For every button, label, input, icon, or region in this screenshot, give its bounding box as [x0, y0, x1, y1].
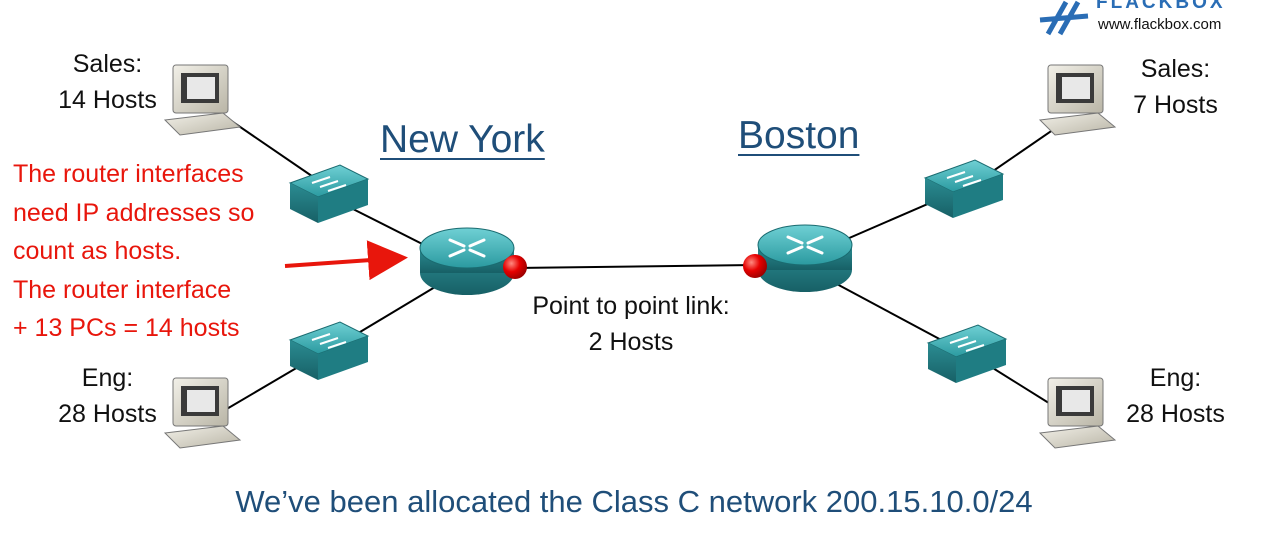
host-count: 28 Hosts	[1126, 400, 1225, 428]
host-label-ny-sales: Sales: 14 Hosts	[40, 46, 175, 118]
host-count: 28 Hosts	[58, 400, 157, 428]
switch-icon-bos-eng	[926, 324, 1008, 383]
router-interface-note: The router interfaces need IP addresses …	[13, 155, 293, 348]
interface-dot-new-york	[503, 255, 527, 279]
note-line: + 13 PCs = 14 hosts	[13, 314, 240, 342]
host-label-bos-eng: Eng: 28 Hosts	[1108, 360, 1243, 432]
link-label-line1: Point to point link:	[532, 292, 730, 320]
switch-icon-bos-sales	[923, 159, 1005, 218]
host-count: 14 Hosts	[58, 86, 157, 114]
pc-icon-ny-eng	[163, 377, 242, 449]
logo-wordmark: FLACKBOX	[1096, 0, 1226, 13]
city-title-new-york: New York	[380, 118, 545, 161]
link-label-line2: 2 Hosts	[588, 328, 674, 356]
cable-ny-sales-pc	[229, 119, 326, 186]
host-group-name: Eng:	[1149, 364, 1202, 392]
host-count: 7 Hosts	[1133, 91, 1218, 119]
pc-icon-bos-sales	[1038, 64, 1117, 136]
router-icon-boston	[757, 224, 853, 292]
pc-icon-bos-eng	[1038, 377, 1117, 449]
interface-dot-boston	[743, 254, 767, 278]
note-line: The router interfaces	[13, 160, 244, 188]
host-group-name: Eng:	[81, 364, 134, 392]
city-title-boston: Boston	[738, 114, 860, 157]
annotation-arrow	[284, 240, 408, 281]
host-group-name: Sales:	[72, 50, 143, 78]
note-line: need IP addresses so	[13, 198, 255, 227]
note-line: The router interface	[13, 275, 232, 304]
cable-bos-eng-switch	[819, 274, 961, 351]
flackbox-logo-mark	[1039, 0, 1089, 36]
switch-icon-ny-sales	[288, 164, 370, 223]
host-group-name: Sales:	[1140, 55, 1211, 83]
allocation-caption: We’ve been allocated the Class C network…	[235, 484, 1033, 519]
flackbox-logo: FLACKBOX www.flackbox.com	[1028, 0, 1268, 36]
cable-point-to-point	[514, 264, 756, 269]
host-label-bos-sales: Sales: 7 Hosts	[1108, 51, 1243, 123]
switch-icon-ny-eng	[288, 321, 370, 380]
point-to-point-label: Point to point link: 2 Hosts	[500, 288, 762, 360]
pc-icon-ny-sales	[163, 64, 242, 136]
logo-url: www.flackbox.com	[1098, 16, 1222, 33]
note-line: count as hosts.	[13, 237, 182, 265]
host-label-ny-eng: Eng: 28 Hosts	[40, 360, 175, 432]
router-icon-new-york	[419, 227, 515, 295]
